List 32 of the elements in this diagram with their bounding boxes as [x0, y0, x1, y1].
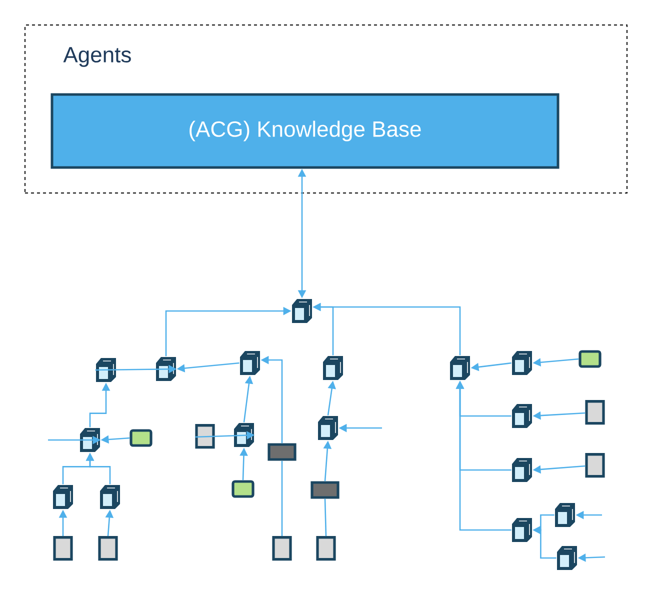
cylinder-icon	[98, 536, 118, 561]
cube-icon	[156, 357, 176, 381]
cylinder-icon	[195, 424, 215, 449]
cube-icon	[318, 416, 338, 440]
cube-icon	[53, 485, 73, 509]
cylinder-icon	[272, 536, 292, 561]
square-icon	[232, 480, 254, 498]
cube-icon	[557, 546, 577, 570]
cube-icon	[512, 404, 532, 428]
cube-icon	[512, 458, 532, 482]
square-icon	[130, 429, 152, 447]
cube-icon	[292, 299, 312, 323]
knowledge-base-box: (ACG) Knowledge Base	[50, 93, 560, 169]
cylinder-icon	[53, 536, 73, 561]
bar-icon	[310, 481, 340, 499]
cube-icon	[100, 485, 120, 509]
cube-icon	[80, 428, 100, 452]
bar-icon	[268, 443, 296, 461]
cylinder-icon	[585, 400, 605, 425]
connector-line	[324, 498, 327, 536]
cube-icon	[234, 423, 254, 447]
cube-icon	[555, 503, 575, 527]
cube-icon	[512, 351, 532, 375]
cube-icon	[450, 356, 470, 380]
square-icon	[578, 350, 602, 368]
cube-icon	[512, 518, 532, 542]
connector-line	[281, 460, 283, 536]
cube-icon	[323, 356, 343, 380]
cylinder-icon	[585, 453, 605, 478]
cube-icon	[240, 351, 260, 375]
cube-icon	[96, 358, 116, 382]
cylinder-icon	[316, 536, 336, 561]
